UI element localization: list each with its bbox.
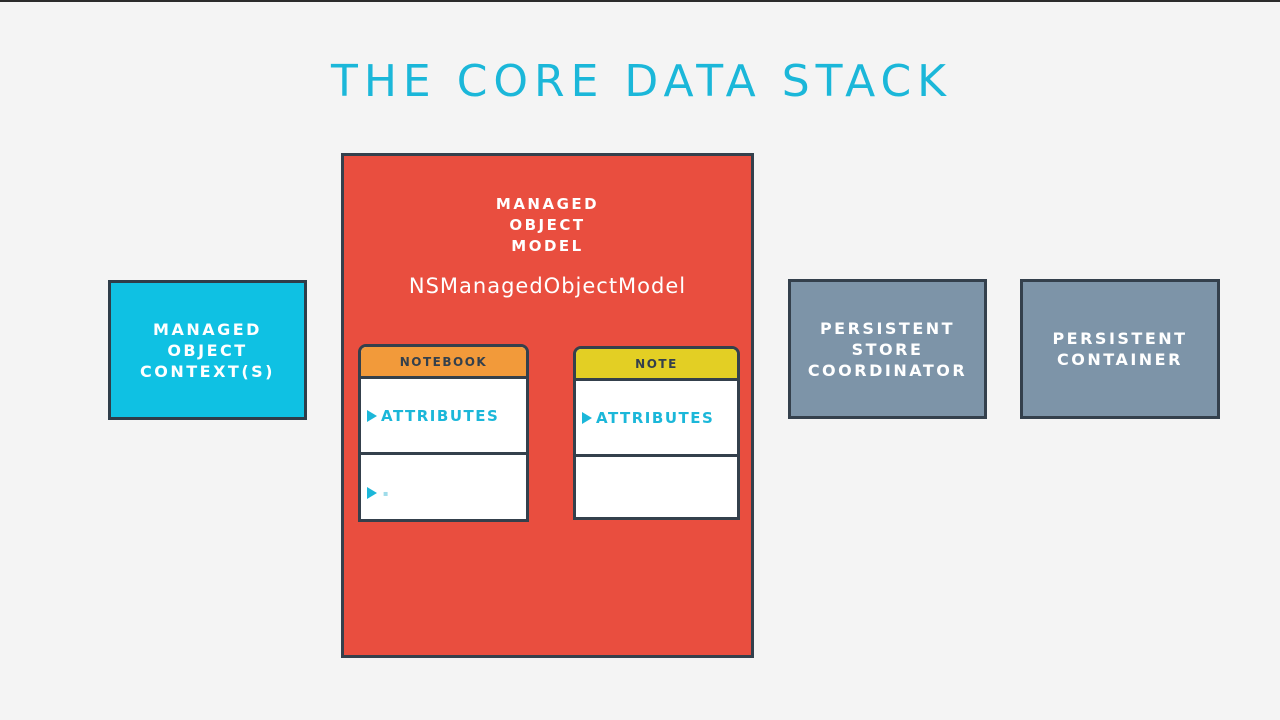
label-line: PERSISTENT xyxy=(819,318,956,338)
class-name-label: NSManagedObjectModel xyxy=(408,274,687,298)
label-line: STORE xyxy=(851,339,924,359)
triangle-right-icon xyxy=(367,487,377,499)
managed-object-context-label: MANAGED OBJECT CONTEXT(S) xyxy=(140,319,275,382)
label-line: CONTAINER xyxy=(1057,350,1183,369)
persistent-container-box: PERSISTENT CONTAINER xyxy=(1020,279,1220,419)
label-line: COORDINATOR xyxy=(807,360,968,380)
attributes-label: ATTRIBUTES xyxy=(381,406,500,425)
managed-object-model-box: MANAGED OBJECT MODEL NSManagedObjectMode… xyxy=(341,153,754,658)
managed-object-context-box: MANAGED OBJECT CONTEXT(S) xyxy=(108,280,307,420)
entity-attributes-row: ATTRIBUTES xyxy=(361,379,526,455)
persistent-store-coordinator-label: PERSISTENT STORE COORDINATOR xyxy=(808,318,967,381)
label-line: OBJECT xyxy=(509,216,586,234)
managed-object-model-label: MANAGED OBJECT MODEL xyxy=(344,194,751,257)
entity-header: NOTE xyxy=(576,349,737,381)
label-line: CONTEXT(S) xyxy=(140,361,275,381)
label-line: OBJECT xyxy=(167,340,248,360)
triangle-right-icon xyxy=(367,409,377,422)
triangle-right-icon xyxy=(582,411,592,424)
entity-empty-row xyxy=(576,457,737,517)
slide-title: THE CORE DATA STACK xyxy=(330,56,953,107)
label-line: MODEL xyxy=(511,237,584,255)
entity-header: NOTEBOOK xyxy=(361,347,526,379)
entity-relationships-row: ▪ xyxy=(361,455,526,519)
cursor-dot-icon: ▪ xyxy=(383,488,390,498)
persistent-container-label: PERSISTENT CONTAINER xyxy=(1052,328,1187,370)
persistent-store-coordinator-box: PERSISTENT STORE COORDINATOR xyxy=(788,279,987,419)
label-line: PERSISTENT xyxy=(1052,329,1188,348)
entity-note: NOTE ATTRIBUTES xyxy=(573,346,740,520)
entity-notebook: NOTEBOOK ATTRIBUTES ▪ xyxy=(358,344,529,522)
attributes-label: ATTRIBUTES xyxy=(596,408,715,427)
label-line: MANAGED xyxy=(153,319,262,339)
label-line: MANAGED xyxy=(495,195,600,213)
entity-attributes-row: ATTRIBUTES xyxy=(576,381,737,457)
